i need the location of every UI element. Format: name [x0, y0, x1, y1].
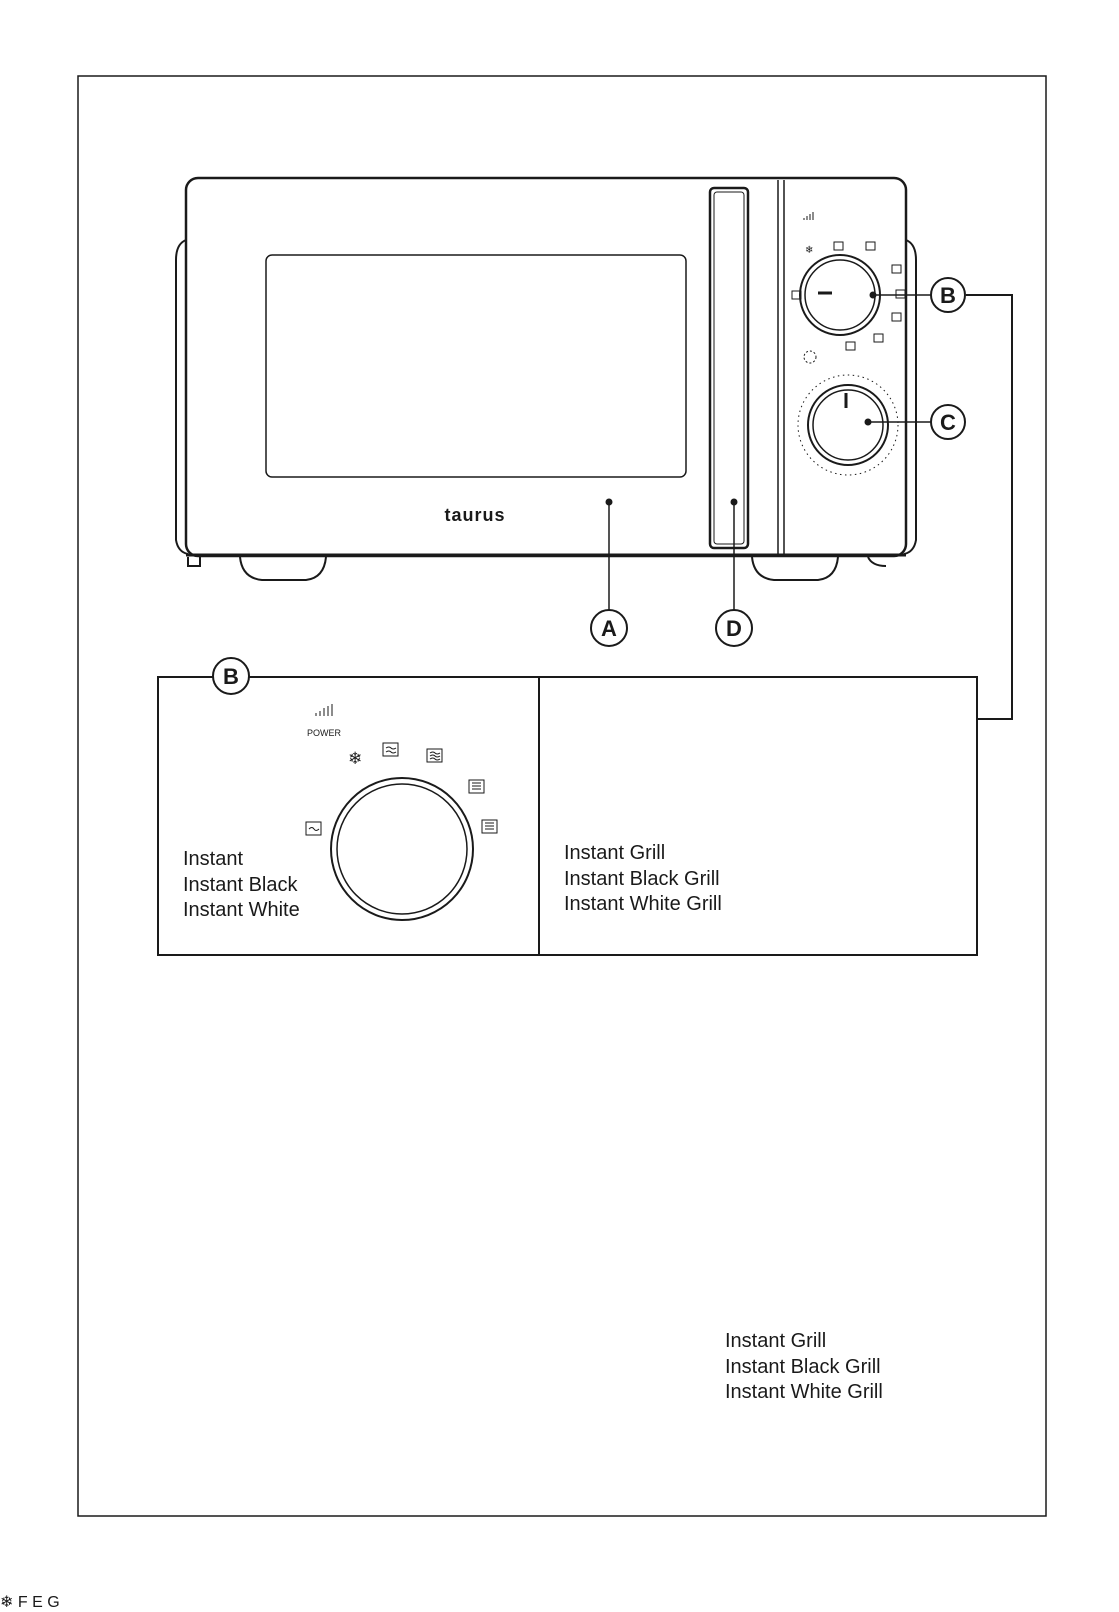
variant-name: Instant Black Grill — [564, 867, 722, 893]
callout-c: C — [931, 405, 965, 439]
variant-list-rack: Instant Grill Instant Black Grill Instan… — [725, 1329, 883, 1406]
mode-icon — [834, 242, 843, 250]
svg-text:B: B — [940, 283, 956, 308]
variant-name: Instant — [183, 847, 300, 873]
callout-e: E — [32, 1594, 47, 1611]
variant-list-left: Instant Instant Black Instant White — [183, 847, 300, 924]
callout-b-panel: B — [213, 658, 249, 694]
callout-g: G — [47, 1594, 59, 1611]
callout-b-top: B — [931, 278, 965, 312]
power-level-icon — [804, 212, 813, 220]
timer-knob-c — [798, 375, 898, 475]
svg-text:C: C — [940, 410, 956, 435]
timer-indicator-icon — [804, 351, 816, 363]
microwave-level-icon — [469, 780, 484, 793]
microwave-body — [186, 178, 906, 556]
variant-name: Instant Grill — [564, 841, 722, 867]
power-label: POWER — [307, 728, 342, 738]
variant-list-right: Instant Grill Instant Black Grill Instan… — [564, 841, 722, 918]
mode-icon — [896, 290, 905, 298]
b-connector-line — [966, 295, 1012, 719]
door-window — [266, 255, 686, 477]
svg-text:D: D — [726, 616, 742, 641]
mode-icon — [892, 265, 901, 273]
mode-icon — [874, 334, 883, 342]
svg-text:B: B — [223, 664, 239, 689]
mode-icon — [846, 342, 855, 350]
microwave-level-icon — [482, 820, 497, 833]
variant-name: Instant Black — [183, 873, 300, 899]
callout-a: A — [591, 610, 627, 646]
foot-right-edge — [868, 557, 886, 566]
variant-name: Instant White — [183, 898, 300, 924]
variant-name: Instant White Grill — [725, 1380, 883, 1406]
variant-name: Instant Grill — [725, 1329, 883, 1355]
callout-f: F — [18, 1594, 32, 1611]
right-dial-icons: ❄ — [0, 1594, 18, 1611]
page-frame — [78, 76, 1046, 1516]
left-dial — [331, 778, 473, 920]
defrost-snowflake-icon: ❄ — [805, 245, 813, 256]
mode-icon — [892, 313, 901, 321]
variant-name: Instant Black Grill — [725, 1355, 883, 1381]
foot-right — [752, 557, 838, 580]
svg-text:A: A — [601, 616, 617, 641]
microwave-level-icon — [306, 822, 321, 835]
defrost-snowflake-icon: ❄ — [0, 1594, 13, 1611]
door-handle-inner — [714, 192, 744, 544]
defrost-snowflake-icon: ❄ — [348, 749, 362, 768]
power-knob-b — [800, 255, 880, 335]
callout-d: D — [716, 610, 752, 646]
microwave-level-icon — [427, 749, 442, 762]
variant-name: Instant White Grill — [564, 892, 722, 918]
brand-logo: taurus — [444, 505, 505, 525]
foot-left-edge — [188, 557, 200, 566]
door-handle-outer — [710, 188, 748, 548]
microwave-level-icon — [383, 743, 398, 756]
power-level-icon — [316, 704, 332, 716]
foot-left — [240, 557, 326, 580]
mode-icon — [866, 242, 875, 250]
